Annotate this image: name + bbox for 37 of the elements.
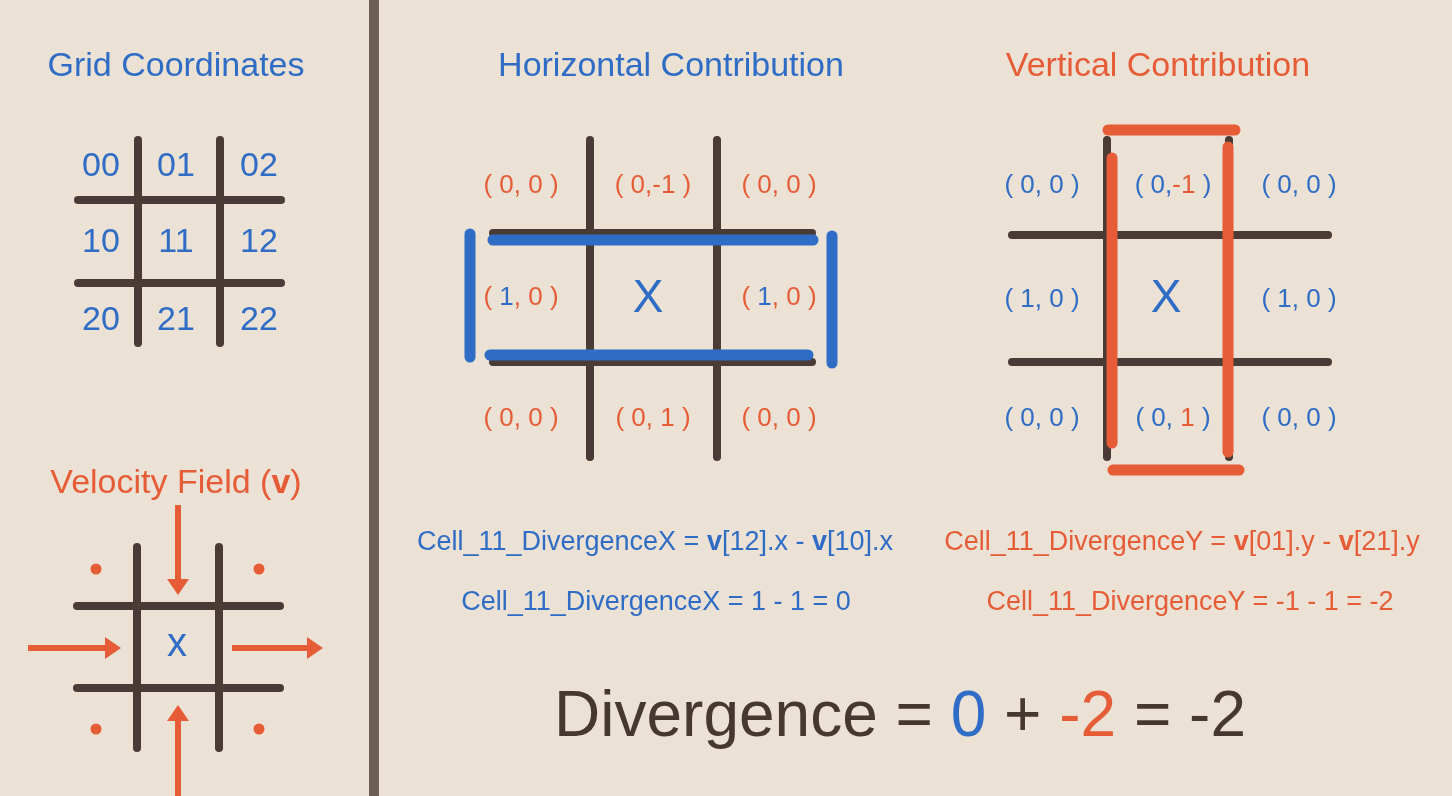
cell-value: ( 1, 0 ) xyxy=(1261,284,1337,314)
divergence-equation: Divergence = 0 + -2 = -2 xyxy=(554,678,1246,752)
cell-value: ( 0, 0 ) xyxy=(1261,170,1337,200)
cell-index: 12 xyxy=(240,221,278,261)
cell-value: ( 0, 0 ) xyxy=(741,170,817,200)
cell-value: ( 0, 0 ) xyxy=(1261,403,1337,433)
cell-index: 00 xyxy=(82,145,120,185)
cell-value: ( 1, 0 ) xyxy=(483,282,559,312)
panel-heading: Horizontal Contribution xyxy=(498,45,844,85)
cell-index: 10 xyxy=(82,221,120,261)
cell-index: 11 xyxy=(158,221,194,261)
cell-index: 21 xyxy=(157,299,195,339)
cell-value: ( 0, 0 ) xyxy=(483,403,559,433)
cell-marker: x xyxy=(167,619,187,665)
cell-value: ( 0, 0 ) xyxy=(1004,170,1080,200)
cell-value: ( 0, 0 ) xyxy=(741,403,817,433)
formula: Cell_11_DivergenceY = v[01].y - v[21].y xyxy=(944,526,1420,558)
cell-value: ( 1, 0 ) xyxy=(741,282,817,312)
cell-value: ( 0, 0 ) xyxy=(1004,403,1080,433)
panel-heading: Grid Coordinates xyxy=(47,45,305,85)
formula: Cell_11_DivergenceX = 1 - 1 = 0 xyxy=(461,586,851,618)
cell-marker: X xyxy=(1150,269,1182,323)
cell-marker: X xyxy=(632,269,664,323)
panel-heading: Vertical Contribution xyxy=(1005,45,1311,85)
panel-heading: Velocity Field (v) xyxy=(50,462,302,502)
cell-index: 02 xyxy=(240,145,278,185)
cell-index: 22 xyxy=(240,299,278,339)
formula: Cell_11_DivergenceX = v[12].x - v[10].x xyxy=(416,526,894,558)
cell-value: ( 0,-1 ) xyxy=(1134,170,1212,200)
formula: Cell_11_DivergenceY = -1 - 1 = -2 xyxy=(986,586,1394,618)
cell-value: ( 0, 1 ) xyxy=(615,403,691,433)
cell-value: ( 0,-1 ) xyxy=(614,170,692,200)
cell-index: 20 xyxy=(82,299,120,339)
cell-value: ( 0, 1 ) xyxy=(1135,403,1211,433)
cell-index: 01 xyxy=(157,145,195,185)
cell-value: ( 1, 0 ) xyxy=(1004,284,1080,314)
cell-value: ( 0, 0 ) xyxy=(483,170,559,200)
